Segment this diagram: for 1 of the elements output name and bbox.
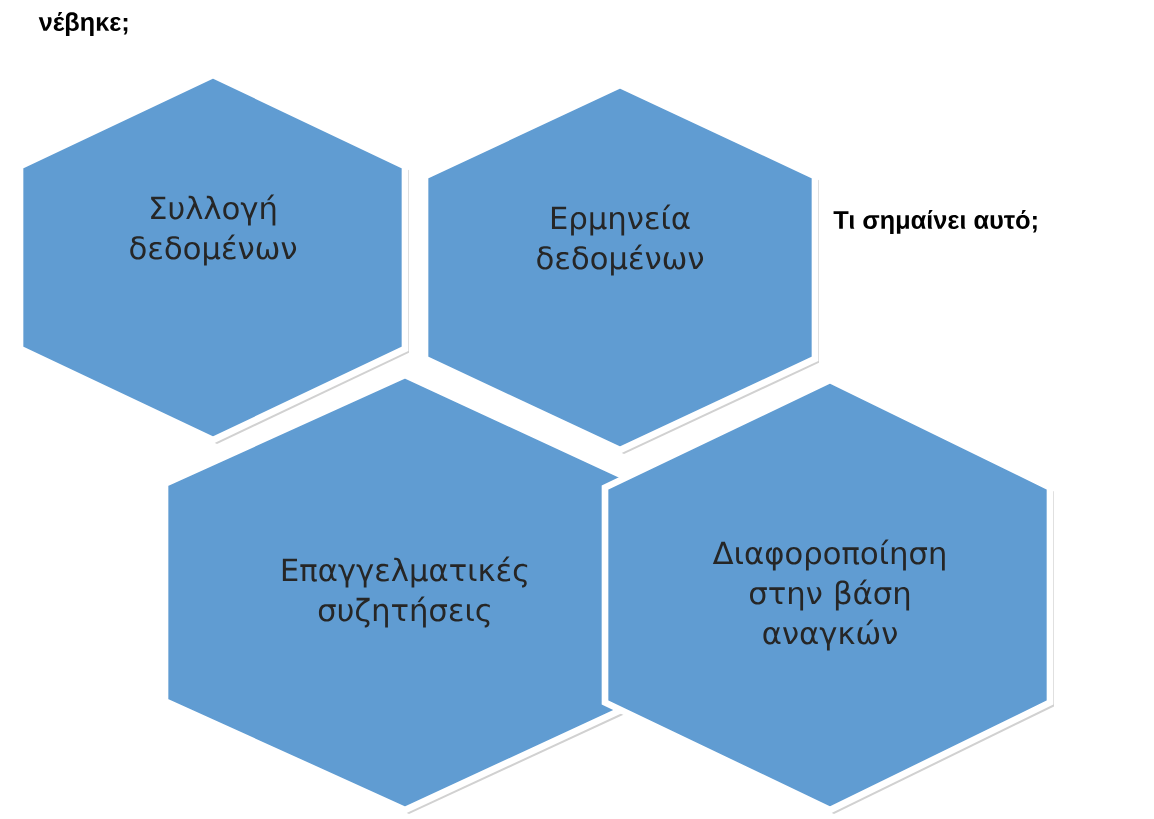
heading-text: νέβηκε; — [38, 12, 128, 36]
